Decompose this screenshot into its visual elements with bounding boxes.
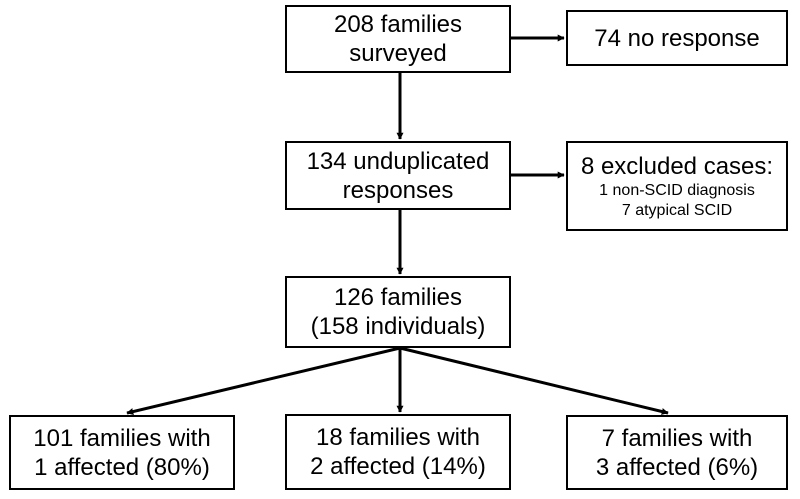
box-unduplicated-responses: 134 unduplicated responses <box>285 141 511 210</box>
box-line: 7 families with <box>601 424 753 452</box>
box-line: surveyed <box>349 40 447 67</box>
box-no-response: 74 no response <box>566 10 788 66</box>
box-line: 134 unduplicated <box>306 147 490 175</box>
box-line: 7 atypical SCID <box>621 201 733 219</box>
box-excluded-cases: 8 excluded cases: 1 non-SCID diagnosis 7… <box>566 141 788 231</box>
box-line: 126 families <box>333 284 463 311</box>
box-line: 74 no response <box>594 24 760 52</box>
box-two-affected: 18 families with 2 affected (14%) <box>285 414 511 490</box>
box-title: 8 excluded cases: <box>580 152 774 180</box>
box-line: 101 families with <box>33 424 211 452</box>
box-line: 1 non-SCID diagnosis <box>599 181 755 199</box>
box-three-affected: 7 families with 3 affected (6%) <box>566 415 788 490</box>
box-line: 2 affected (14%) <box>310 453 486 480</box>
box-line: 3 affected (6%) <box>595 453 759 481</box>
box-line: responses <box>342 176 454 204</box>
box-line: 1 affected (80%) <box>34 453 210 481</box>
box-families-surveyed: 208 families surveyed <box>285 5 511 73</box>
arrow-families-to-one-affected <box>126 346 401 415</box>
box-line: 208 families <box>333 11 463 38</box>
box-line: (158 individuals) <box>310 313 486 340</box>
box-one-affected: 101 families with 1 affected (80%) <box>9 415 235 490</box>
box-families-individuals: 126 families (158 individuals) <box>285 276 511 348</box>
arrow-families-to-three-affected <box>399 346 669 415</box>
box-line: 18 families with <box>315 424 481 451</box>
